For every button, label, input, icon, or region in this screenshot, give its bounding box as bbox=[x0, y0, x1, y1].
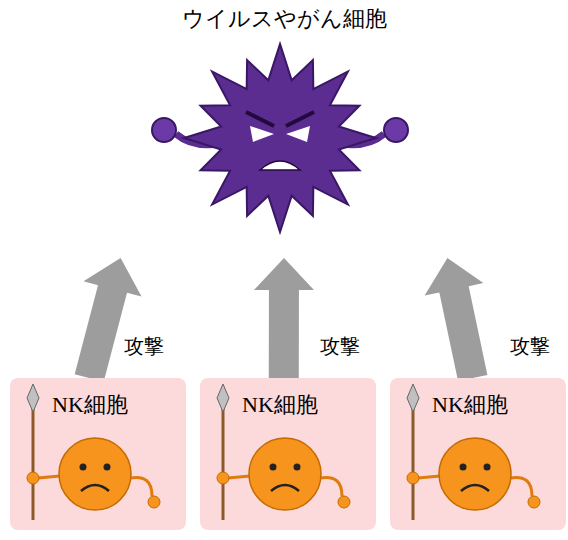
cell-name: NK細胞 bbox=[52, 392, 186, 418]
cell-hand bbox=[27, 472, 39, 484]
attack-arrow bbox=[254, 258, 314, 378]
spear-shaft bbox=[222, 408, 225, 520]
edge-label: 攻撃 bbox=[122, 333, 166, 360]
virus-fist bbox=[384, 118, 408, 142]
virus-brow bbox=[246, 112, 274, 126]
cell-eye bbox=[270, 464, 277, 471]
nk-cell-box: NK細胞 bbox=[390, 378, 566, 530]
cell-arm bbox=[228, 476, 250, 478]
spear-shaft bbox=[412, 408, 415, 520]
cell-face bbox=[59, 438, 131, 510]
virus-brow bbox=[286, 112, 314, 126]
spear-shaft bbox=[32, 408, 35, 520]
cell-face bbox=[249, 438, 321, 510]
attack-arrow bbox=[425, 258, 488, 381]
nk-cell-box: NK細胞 bbox=[200, 378, 376, 530]
figure-title: ウイルスやがん細胞 bbox=[100, 6, 468, 32]
spear-tip bbox=[217, 384, 229, 412]
cell-hand bbox=[148, 496, 160, 508]
virus-body bbox=[184, 44, 376, 232]
virus-eye bbox=[286, 126, 310, 142]
virus-fist bbox=[152, 118, 176, 142]
cell-eye bbox=[80, 464, 87, 471]
cell-hand bbox=[528, 496, 540, 508]
edge-label: 攻撃 bbox=[508, 333, 552, 360]
spear-tip bbox=[27, 384, 39, 412]
cell-hand bbox=[338, 496, 350, 508]
cell-eye bbox=[484, 464, 491, 471]
cell-mouth bbox=[271, 485, 299, 491]
spear-tip bbox=[407, 384, 419, 412]
cell-mouth bbox=[81, 485, 109, 491]
cell-face bbox=[439, 438, 511, 510]
cell-hand bbox=[407, 472, 419, 484]
cell-name: NK細胞 bbox=[242, 392, 376, 418]
nk-cell-box: NK細胞 bbox=[10, 378, 186, 530]
virus-eye bbox=[250, 126, 274, 142]
cell-arm bbox=[510, 477, 532, 496]
cell-arm bbox=[38, 476, 60, 478]
attack-arrow bbox=[75, 258, 142, 382]
cell-hand bbox=[217, 472, 229, 484]
virus-figure: ウイルスやがん細胞 bbox=[100, 0, 468, 258]
edge-label: 攻撃 bbox=[318, 333, 362, 360]
cell-eye bbox=[104, 464, 111, 471]
cell-eye bbox=[294, 464, 301, 471]
cell-arm bbox=[418, 476, 440, 478]
cell-eye bbox=[460, 464, 467, 471]
cell-arm bbox=[130, 477, 152, 496]
cell-name: NK細胞 bbox=[432, 392, 566, 418]
virus-mouth bbox=[260, 161, 300, 170]
cell-mouth bbox=[461, 485, 489, 491]
virus-illustration bbox=[100, 0, 460, 258]
cell-arm bbox=[320, 477, 342, 496]
